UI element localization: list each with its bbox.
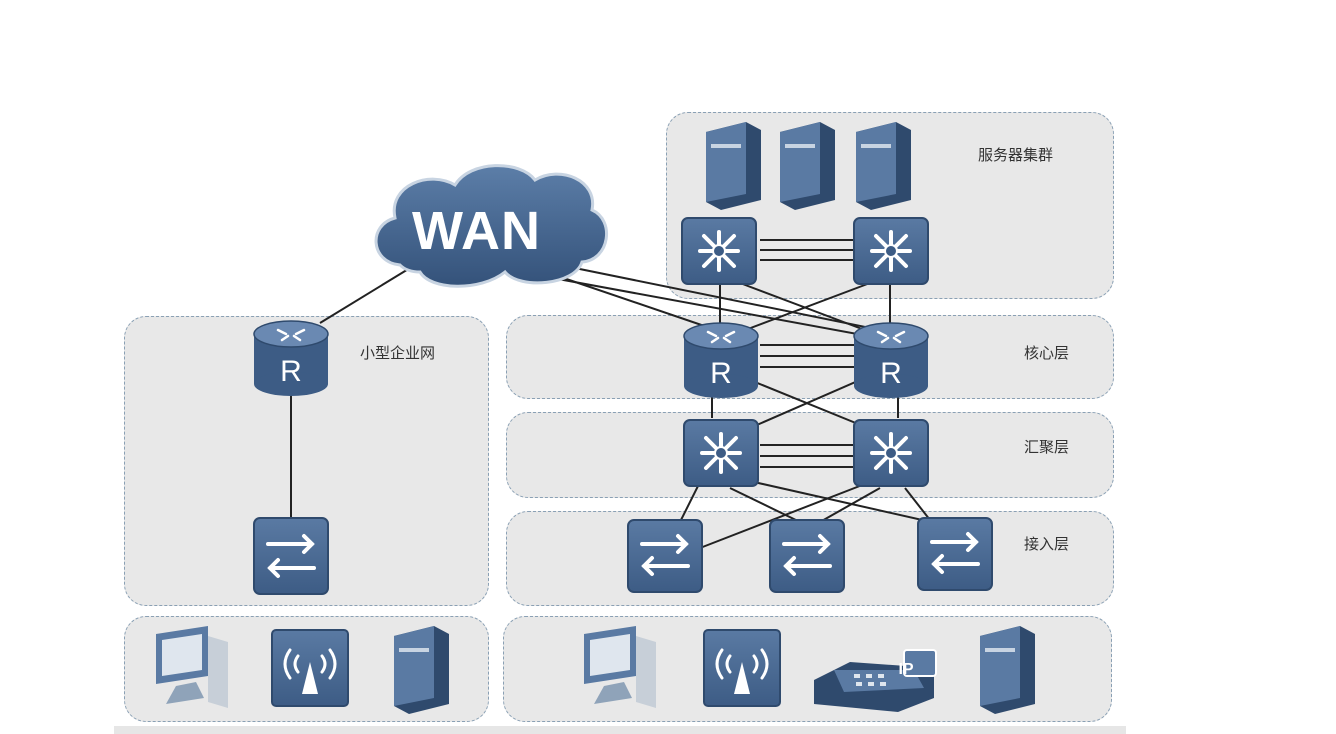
- server-icon: [980, 626, 1035, 714]
- access-switch-icon: [769, 519, 845, 593]
- server-icon: [780, 122, 835, 210]
- aggregation-switch-icon: [853, 419, 929, 487]
- wireless-ap-icon: [703, 629, 781, 707]
- aggregation-layer-label: 汇聚层: [1024, 438, 1070, 456]
- server-icon: [856, 122, 911, 210]
- small-enterprise-label: 小型企业网: [360, 344, 436, 362]
- aggregation-switch-icon: [683, 419, 759, 487]
- core-switch-icon: [853, 217, 929, 285]
- pc-icon: [584, 626, 656, 708]
- ip-phone-mark: IP: [898, 661, 913, 678]
- links: [290, 239, 941, 549]
- router-icon: [853, 322, 929, 398]
- ip-phone-icon: [814, 649, 937, 712]
- wan-cloud-icon: [374, 164, 608, 288]
- wireless-ap-icon: [271, 629, 349, 707]
- core-switch-icon: [681, 217, 757, 285]
- router-mark: R: [710, 357, 732, 390]
- wan-label: WAN: [412, 201, 541, 261]
- core-layer-label: 核心层: [1024, 344, 1070, 362]
- bottom-strip: [114, 726, 1126, 734]
- access-layer-label: 接入层: [1024, 535, 1070, 553]
- router-icon: [253, 320, 329, 396]
- pc-icon: [156, 626, 228, 708]
- server-cluster-label: 服务器集群: [978, 146, 1054, 164]
- access-switch-icon: [917, 517, 993, 591]
- access-switch-icon: [253, 517, 329, 595]
- router-mark: R: [280, 355, 302, 388]
- router-mark: R: [880, 357, 902, 390]
- server-icon: [394, 626, 449, 714]
- server-icon: [706, 122, 761, 210]
- router-icon: [683, 322, 759, 398]
- access-switch-icon: [627, 519, 703, 593]
